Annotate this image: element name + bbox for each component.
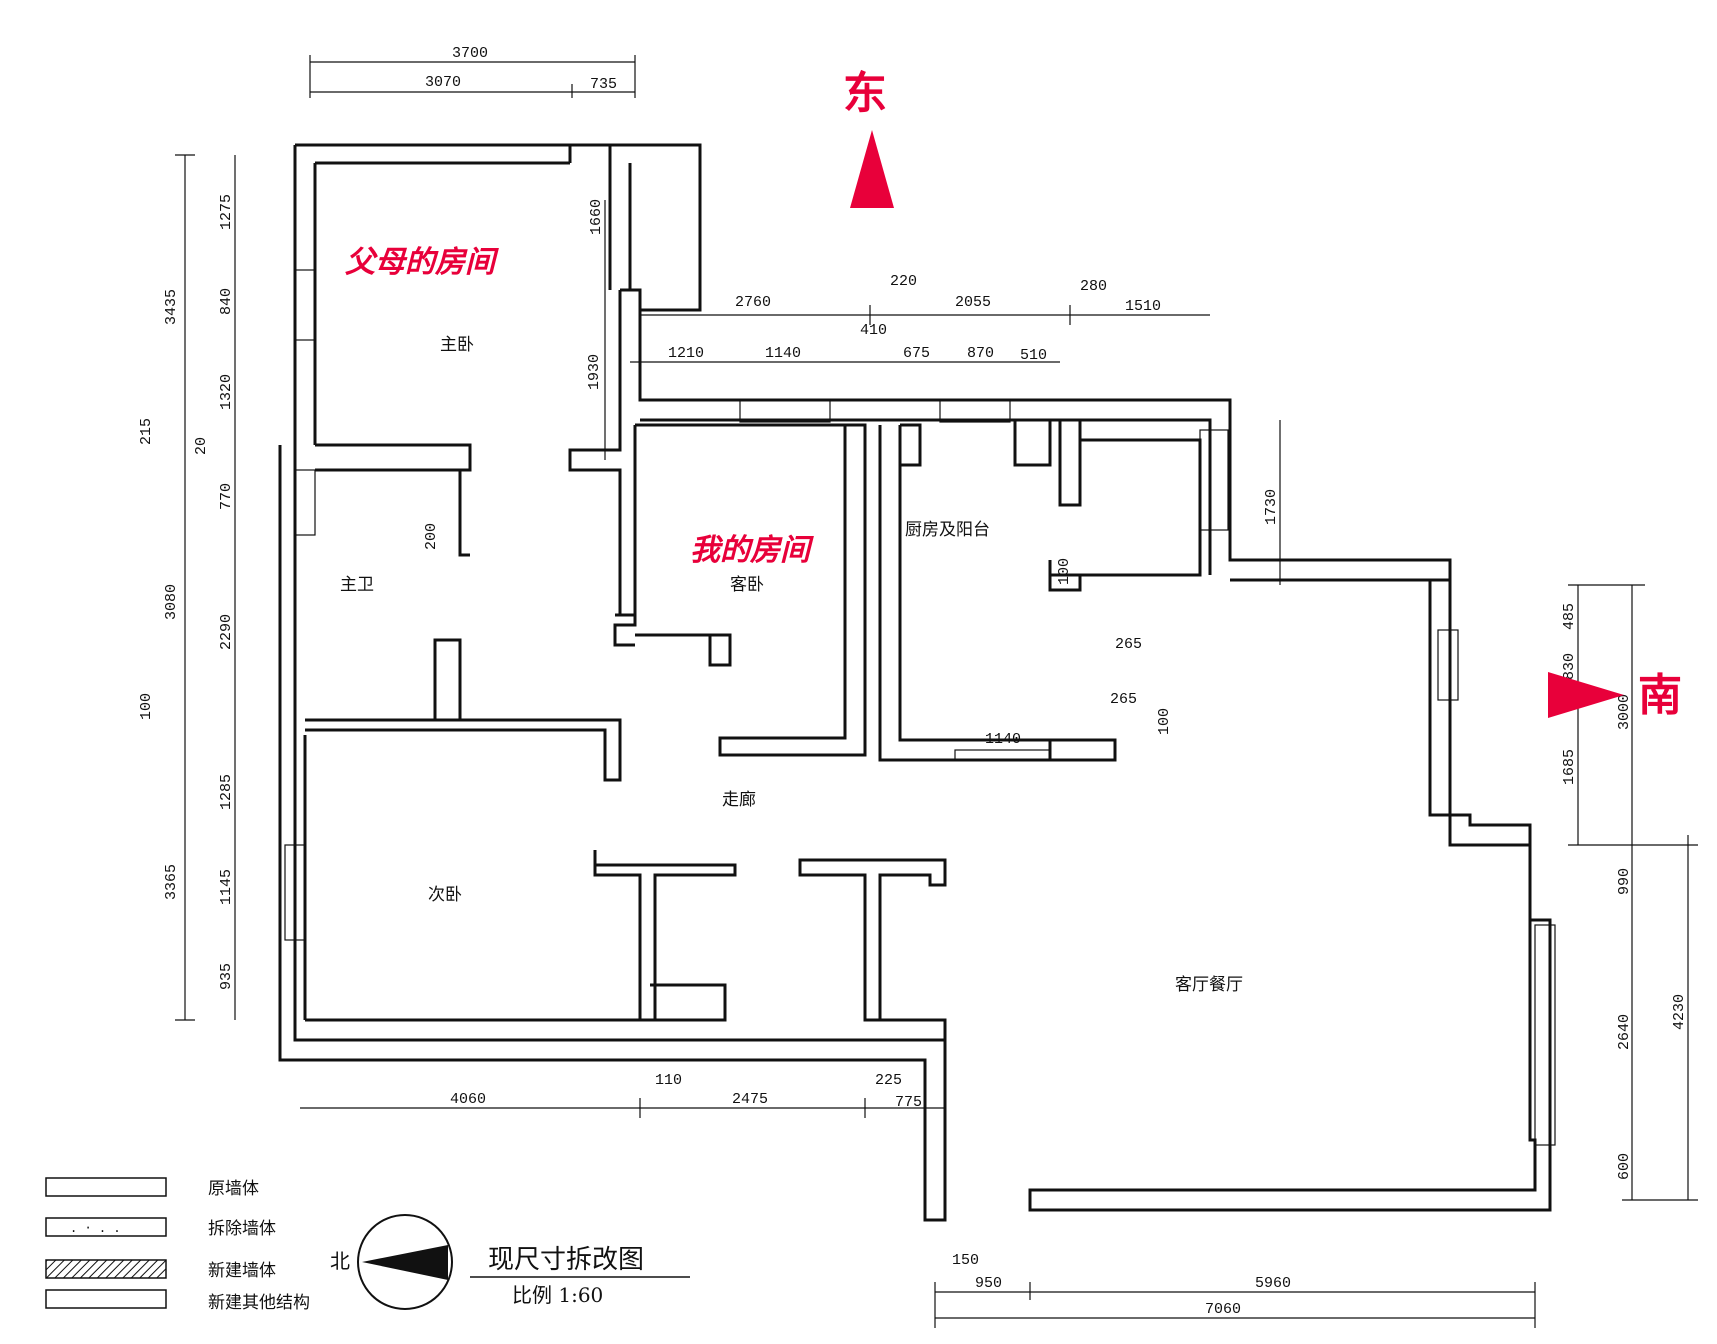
dim-right-c: 3000 — [1616, 694, 1633, 730]
dim-left-inner-g: 1285 — [218, 774, 235, 810]
room-labels: 主卧 主卫 客卧 厨房及阳台 走廊 次卧 客厅餐厅 — [340, 335, 1243, 995]
dim-int-f: 265 — [1115, 636, 1142, 653]
dim-bottom-b: 110 — [655, 1072, 682, 1089]
compass-north-label: 北 — [330, 1249, 350, 1273]
dim-midlow-e: 870 — [967, 345, 994, 362]
room-corridor: 走廊 — [722, 790, 756, 810]
legend-new-wall: 新建墙体 — [208, 1261, 276, 1281]
dim-left-outer-b: 215 — [138, 418, 155, 445]
dim-br-c: 5960 — [1255, 1275, 1291, 1292]
annotation-my-room: 我的房间 — [690, 533, 814, 568]
dim-left-inner-d: 20 — [193, 437, 210, 455]
dim-int-d: 1730 — [1263, 489, 1280, 525]
dim-bottom-e: 775 — [895, 1094, 922, 1111]
dim-br-d: 7060 — [1205, 1301, 1241, 1318]
dim-int-a: 1660 — [588, 199, 605, 235]
dim-br-b: 950 — [975, 1275, 1002, 1292]
walls — [278, 143, 1552, 1222]
dim-top-total: 3700 — [452, 45, 488, 62]
direction-east-label: 东 — [843, 68, 887, 119]
dim-left-inner-b: 840 — [218, 288, 235, 315]
room-second-bedroom: 次卧 — [428, 885, 462, 905]
windows — [284, 269, 1556, 1146]
dim-mid-b: 220 — [890, 273, 917, 290]
drawing-title: 现尺寸拆改图 — [488, 1245, 644, 1275]
dim-left-inner-a: 1275 — [218, 194, 235, 230]
legend-original-wall-swatch — [45, 1177, 167, 1197]
dim-right-g: 2640 — [1616, 1014, 1633, 1050]
dim-right-h: 600 — [1616, 1153, 1633, 1180]
dim-midlow-d: 675 — [903, 345, 930, 362]
dim-top-b: 735 — [590, 76, 617, 93]
drawing-scale: 比例 1:60 — [512, 1283, 603, 1307]
dim-right-d: 1685 — [1561, 749, 1578, 785]
dim-mid-a: 2760 — [735, 294, 771, 311]
dim-bottom-d: 225 — [875, 1072, 902, 1089]
annotation-parents-room: 父母的房间 — [345, 245, 499, 280]
dim-bottom-c: 2475 — [732, 1091, 768, 1108]
dim-left-outer-d: 100 — [138, 693, 155, 720]
dim-mid-e: 1510 — [1125, 298, 1161, 315]
dim-top-a: 3070 — [425, 74, 461, 91]
dim-left-inner-h: 1145 — [218, 869, 235, 905]
dim-br-a: 150 — [952, 1252, 979, 1269]
dim-left-inner-f: 2290 — [218, 614, 235, 650]
dim-left-outer-e: 3365 — [163, 864, 180, 900]
room-living-dining: 客厅餐厅 — [1175, 975, 1243, 995]
dim-right-e: 990 — [1616, 868, 1633, 895]
dim-midlow-c: 410 — [860, 322, 887, 339]
dim-int-b: 1930 — [586, 354, 603, 390]
legend: 原墙体 . · . . 拆除墙体 新建墙体 新建其他结构 — [45, 1177, 310, 1313]
compass-needle-icon — [362, 1245, 448, 1280]
dim-left-outer-a: 3435 — [163, 289, 180, 325]
svg-text:. · . .: . · . . — [70, 1221, 121, 1235]
dim-int-e: 100 — [1056, 558, 1073, 585]
dimension-labels: 3700 3070 735 2760 220 2055 280 1510 121… — [138, 45, 1688, 1318]
dim-int-c: 200 — [423, 523, 440, 550]
south-arrow-icon — [1548, 672, 1624, 718]
compass-circle-icon — [357, 1214, 453, 1310]
dim-midlow-f: 510 — [1020, 347, 1047, 364]
room-kitchen-balcony: 厨房及阳台 — [905, 520, 990, 540]
room-master-bedroom: 主卧 — [440, 335, 474, 355]
legend-new-structure-swatch — [45, 1289, 167, 1309]
dim-left-inner-e: 770 — [218, 483, 235, 510]
legend-demolished-wall: 拆除墙体 — [208, 1219, 276, 1239]
legend-demolished-wall-swatch — [45, 1217, 167, 1237]
legend-new-wall-swatch — [45, 1259, 167, 1279]
dim-mid-c: 2055 — [955, 294, 991, 311]
dim-bottom-a: 4060 — [450, 1091, 486, 1108]
east-arrow-icon — [850, 130, 894, 208]
dim-left-outer-c: 3080 — [163, 584, 180, 620]
dim-right-b: 830 — [1561, 653, 1578, 680]
dim-int-i: 1140 — [985, 731, 1021, 748]
legend-original-wall: 原墙体 — [208, 1179, 259, 1199]
dim-mid-d: 280 — [1080, 278, 1107, 295]
legend-new-structure: 新建其他结构 — [208, 1293, 310, 1313]
dim-midlow-b: 1140 — [765, 345, 801, 362]
dim-midlow-a: 1210 — [668, 345, 704, 362]
dim-int-h: 100 — [1156, 708, 1173, 735]
room-guest-bedroom: 客卧 — [730, 575, 764, 595]
dim-left-inner-i: 935 — [218, 963, 235, 990]
room-master-bath: 主卫 — [340, 575, 374, 595]
dim-left-inner-c: 1320 — [218, 374, 235, 410]
direction-south-label: 南 — [1638, 670, 1682, 721]
dim-right-f: 4230 — [1671, 994, 1688, 1030]
dim-int-g: 265 — [1110, 691, 1137, 708]
dim-right-a: 485 — [1561, 603, 1578, 630]
north-compass: 北 — [330, 1214, 453, 1310]
dimension-lines — [175, 55, 1698, 1328]
